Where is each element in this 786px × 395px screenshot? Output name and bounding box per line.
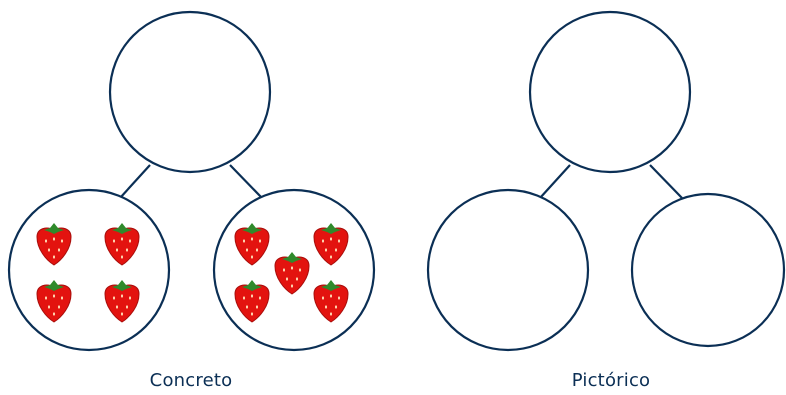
whole-circle: [110, 12, 270, 172]
caption-concrete: Concreto: [150, 370, 233, 391]
connector-left: [120, 165, 150, 198]
part-circle-left: [9, 190, 169, 350]
connector-right: [230, 165, 262, 198]
caption-pictorial: Pictórico: [572, 370, 651, 391]
connector-right: [650, 165, 682, 198]
number-bond-concrete: [9, 12, 374, 350]
part-circle-right: [632, 194, 784, 346]
connector-left: [540, 165, 570, 198]
number-bond-pictorial: [428, 12, 784, 350]
part-circle-left: [428, 190, 588, 350]
whole-circle: [530, 12, 690, 172]
